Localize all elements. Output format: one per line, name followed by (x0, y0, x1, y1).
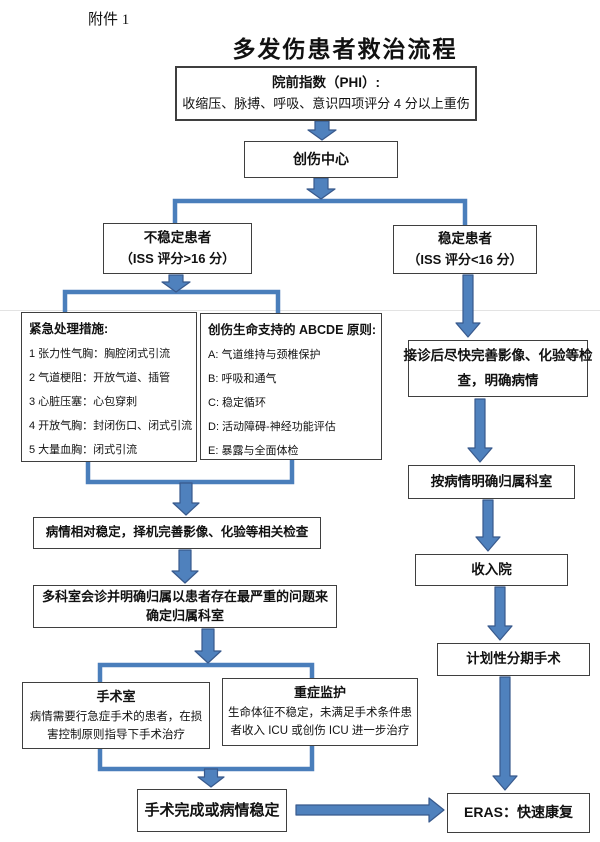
operating-room-line1: 病情需要行急症手术的患者，在损 (29, 710, 203, 723)
eras-box: ERAS：快速康复 (447, 793, 590, 833)
arrow-relative-stable-to-mdt (171, 549, 199, 584)
phi-title: 院前指数（PHI）: (272, 74, 380, 90)
arrow-stable-to-workup (455, 274, 481, 338)
trauma-center-label: 创伤中心 (293, 150, 349, 167)
abcde-item: A: 气道维持与颈椎保护 (208, 349, 321, 362)
assign-dept-label: 按病情明确归属科室 (430, 473, 553, 489)
trauma-center-box: 创伤中心 (244, 141, 398, 178)
operating-room-box: 手术室 病情需要行急症手术的患者，在损 害控制原则指导下手术治疗 (22, 682, 210, 749)
unstable-line2: （ISS 评分>16 分） (119, 250, 236, 266)
mdt-line2: 确定归属科室 (145, 607, 224, 623)
page-title: 多发伤患者救治流程 (232, 36, 458, 62)
branch-bracket-top (172, 198, 468, 226)
abcde-item: E: 暴露与全面体检 (208, 445, 299, 458)
bracket-or-icu-split (97, 662, 315, 683)
abcde-title: 创伤生命支持的 ABCDE 原则: (208, 323, 377, 337)
abcde-item: C: 稳定循环 (208, 397, 267, 410)
abcde-item: B: 呼吸和通气 (208, 373, 277, 386)
workup-box: 接诊后尽快完善影像、化验等检 查，明确病情 (404, 340, 593, 397)
emergency-item: 4 开放气胸：封闭伤口、闭式引流 (29, 420, 193, 433)
admission-box: 收入院 (415, 554, 568, 586)
arrow-workup-to-assign-dept (467, 398, 493, 463)
emergency-measures-box: 紧急处理措施: 1 张力性气胸：胸腔闭式引流 2 气道梗阻：开放气道、插管 3 … (21, 312, 197, 462)
arrow-merge-to-surgery-done (197, 768, 225, 788)
arrow-merge-to-relative-stable (172, 482, 200, 516)
abcde-item: D: 活动障碍-神经功能评估 (208, 421, 336, 434)
surgery-done-label: 手术完成或病情稳定 (144, 801, 280, 819)
arrow-trauma-center-to-branch (306, 177, 336, 200)
admission-label: 收入院 (471, 561, 512, 577)
arrow-mdt-to-split (194, 628, 222, 664)
emergency-title: 紧急处理措施: (29, 322, 109, 336)
attachment-label: 附件 1 (88, 12, 130, 28)
stable-line1: 稳定患者 (438, 230, 492, 246)
mdt-box: 多科室会诊并明确归属以患者存在最严重的问题来 确定归属科室 (33, 585, 337, 628)
workup-line1: 接诊后尽快完善影像、化验等检 (403, 348, 593, 364)
page-artifact-line (0, 310, 600, 311)
stable-line2: （ISS 评分<16 分） (407, 251, 523, 267)
relative-stable-box: 病情相对稳定，择机完善影像、化验等相关检查 (33, 517, 321, 549)
staged-surgery-box: 计划性分期手术 (437, 643, 590, 676)
arrow-staged-surgery-to-eras (492, 676, 518, 791)
bracket-merge-measures (85, 459, 295, 485)
phi-detail: 收缩压、脉搏、呼吸、意识四项评分 4 分以上重伤 (182, 95, 470, 111)
stable-patient-box: 稳定患者 （ISS 评分<16 分） (393, 225, 537, 274)
operating-room-title: 手术室 (96, 688, 136, 704)
operating-room-line2: 害控制原则指导下手术治疗 (47, 728, 185, 741)
arrow-admission-to-staged-surgery (487, 586, 513, 641)
icu-title: 重症监护 (293, 685, 346, 701)
icu-line2: 者收入 ICU 或创伤 ICU 进一步治疗 (230, 725, 410, 738)
assign-dept-box: 按病情明确归属科室 (408, 465, 575, 499)
phi-box: 院前指数（PHI）: 收缩压、脉搏、呼吸、意识四项评分 4 分以上重伤 (175, 66, 477, 121)
arrow-surgery-done-to-eras (295, 797, 445, 823)
arrow-unstable-to-measures (161, 274, 191, 293)
bracket-unstable-split (62, 289, 281, 314)
emergency-item: 5 大量血胸：闭式引流 (29, 444, 138, 457)
unstable-line1: 不稳定患者 (143, 229, 212, 245)
relative-stable-label: 病情相对稳定，择机完善影像、化验等相关检查 (45, 525, 309, 540)
emergency-item: 1 张力性气胸：胸腔闭式引流 (29, 348, 171, 361)
emergency-item: 3 心脏压塞：心包穿刺 (29, 396, 138, 409)
staged-surgery-label: 计划性分期手术 (466, 651, 561, 667)
workup-line2: 查，明确病情 (457, 372, 539, 388)
eras-label: ERAS：快速康复 (464, 804, 573, 821)
arrow-phi-to-trauma-center (307, 120, 337, 141)
unstable-patient-box: 不稳定患者 （ISS 评分>16 分） (103, 223, 252, 274)
mdt-line1: 多科室会诊并明确归属以患者存在最严重的问题来 (41, 588, 328, 604)
icu-line1: 生命体征不稳定，未满足手术条件患 (228, 707, 412, 719)
arrow-assign-dept-to-admission (475, 499, 501, 552)
surgery-done-box: 手术完成或病情稳定 (137, 789, 287, 832)
emergency-item: 2 气道梗阻：开放气道、插管 (29, 372, 171, 385)
icu-box: 重症监护 生命体征不稳定，未满足手术条件患 者收入 ICU 或创伤 ICU 进一… (222, 678, 418, 746)
abcde-principles-box: 创伤生命支持的 ABCDE 原则: A: 气道维持与颈椎保护 B: 呼吸和通气 … (200, 313, 382, 460)
